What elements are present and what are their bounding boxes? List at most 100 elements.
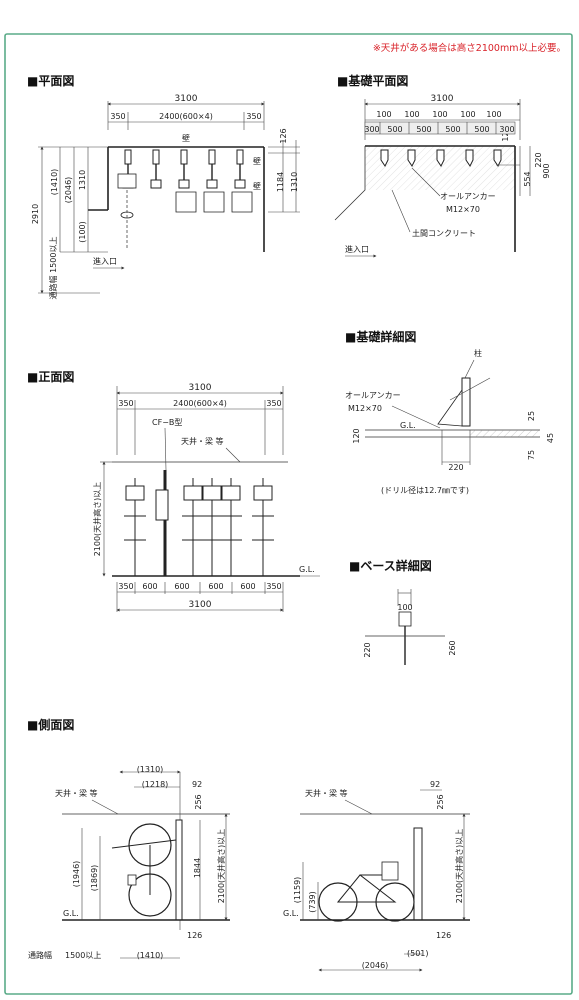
front-bottom-dim-3: 600 (174, 582, 189, 591)
plan-right-top-dim: 126 (279, 128, 288, 143)
plan-entry-label: 進入口 (93, 257, 117, 266)
ceiling-height-note: ※天井がある場合は高さ2100mm以上必要。 (373, 42, 566, 54)
side-right-left-b-dim: (739) (308, 891, 317, 913)
plan-left-d-dim: (100) (78, 221, 87, 243)
side-left-aisle-label: 通路幅 (28, 950, 52, 960)
front-bottom-dim-2: 600 (142, 582, 157, 591)
foundation-anchor-size: M12×70 (446, 205, 480, 214)
plan-overall-dim: 3100 (175, 94, 198, 104)
foundation-detail-drill-note: (ドリル径は12.7㎜です) (381, 485, 469, 495)
foundation-right-dim-1: 220 (534, 152, 543, 167)
front-overall-bottom-dim: 3100 (189, 600, 212, 610)
foundation-bottom-dim-5: 500 (474, 125, 489, 134)
front-ceiling-label: 天井・梁 等 (181, 436, 224, 446)
side-left-top-c-dim: 92 (192, 780, 202, 789)
plan-left-c-dim: 1310 (78, 170, 87, 190)
plan-left-total-dim: 2910 (31, 204, 40, 224)
side-right-ceiling-label: 天井・梁 等 (305, 788, 348, 798)
side-right-left-a-dim: (1159) (293, 877, 302, 904)
side-view-title: ■側面図 (27, 717, 74, 732)
front-overall-top-dim: 3100 (189, 383, 212, 393)
base-detail-dim-100: 100 (397, 603, 412, 612)
foundation-bottom-dim-1: 300 (364, 125, 379, 134)
foundation-right-dim-3: 900 (542, 163, 551, 178)
side-left-left-a-dim: (1946) (72, 861, 81, 888)
plan-left-b-dim: (2046) (64, 177, 73, 204)
foundation-detail-dim-75: 75 (527, 450, 536, 460)
foundation-detail-dim-220: 220 (448, 463, 463, 472)
side-view-left: (1310) (1218) 92 256 天井・梁 等 G.L. (1946) … (28, 765, 230, 960)
foundation-bottom-dim-6: 300 (499, 125, 514, 134)
plan-view: ■平面図 3100 350 2400(600×4) 350 壁 壁 壁 (27, 74, 300, 299)
side-right-gl-label: G.L. (283, 909, 299, 918)
plan-view-title: ■平面図 (27, 74, 74, 88)
side-right-height-dim: 2100(天井高さ)以上 (454, 829, 464, 904)
foundation-top-dim-3: 100 (432, 110, 447, 119)
foundation-top-dim-4: 100 (460, 110, 475, 119)
foundation-plan-title: ■基礎平面図 (337, 73, 408, 88)
plan-right-b-dim: 1310 (290, 172, 299, 192)
side-left-top-b-dim: (1218) (142, 780, 169, 789)
base-detail-title: ■ベース詳細図 (349, 558, 432, 573)
foundation-plan-view: ■基礎平面図 3100 100 100 100 100 100 126 300 … (334, 73, 551, 258)
side-left-top-d-dim: 256 (194, 794, 203, 809)
foundation-detail-dim-45: 45 (546, 433, 555, 443)
foundation-overall-dim: 3100 (431, 94, 454, 104)
side-left-aisle-value: 1500以上 (65, 951, 101, 960)
side-left-left-b-dim: (1869) (90, 865, 99, 892)
front-bottom-dim-6: 350 (266, 582, 281, 591)
foundation-right-dim-2: 554 (523, 171, 532, 186)
side-left-bottom-a-dim: 126 (187, 931, 202, 940)
foundation-anchor-label: オールアンカー (440, 192, 496, 201)
foundation-detail-anchor-label: オールアンカー (345, 391, 401, 400)
front-bottom-dim-5: 600 (240, 582, 255, 591)
front-side-right-dim: 350 (266, 399, 281, 408)
front-model-label: CF−B型 (152, 418, 182, 427)
side-view-right: 92 256 天井・梁 等 G.L. (1159) (739) 2100(天井高… (283, 780, 470, 972)
side-left-bottom-b-dim: (1410) (137, 951, 164, 960)
plan-wall-top-label: 壁 (182, 133, 190, 143)
foundation-bottom-dim-3: 500 (416, 125, 431, 134)
side-right-bottom-c-dim: (2046) (362, 961, 389, 970)
foundation-detail-view: ■基礎詳細図 柱 オールアンカー M12×70 G.L. 220 120 25 … (345, 329, 555, 495)
side-left-gl-label: G.L. (63, 909, 79, 918)
base-detail-dim-220: 220 (363, 642, 372, 657)
side-right-bottom-b-dim: (501) (407, 949, 429, 958)
foundation-top-dim-1: 100 (376, 110, 391, 119)
front-side-left-dim: 350 (118, 399, 133, 408)
foundation-detail-dim-25: 25 (527, 411, 536, 421)
front-bottom-dim-1: 350 (118, 582, 133, 591)
side-view: ■側面図 (1310) (1218) 92 256 天井・梁 等 G.L. (1… (27, 717, 470, 972)
side-right-top-a-dim: 92 (430, 780, 440, 789)
plan-inner-dim: 2400(600×4) (159, 112, 213, 121)
front-view: ■正面図 3100 350 2400(600×4) 350 CF−B型 天井・梁… (27, 370, 320, 612)
foundation-concrete-label: 土間コンクリート (412, 228, 476, 238)
plan-aisle-dim: 通路幅 1500以上 (48, 237, 58, 300)
side-right-top-b-dim: 256 (436, 794, 445, 809)
plan-right-a-dim: 1184 (276, 172, 285, 192)
foundation-detail-title: ■基礎詳細図 (345, 329, 416, 344)
sheet-frame (4, 33, 573, 995)
base-detail-view: ■ベース詳細図 100 220 260 (349, 558, 457, 665)
plan-left-a-dim: (1410) (50, 169, 59, 196)
plan-side-right-dim: 350 (246, 112, 261, 121)
front-inner-top-dim: 2400(600×4) (173, 399, 227, 408)
side-left-height-dim: 2100(天井高さ)以上 (216, 829, 226, 904)
front-bottom-dim-4: 600 (208, 582, 223, 591)
side-right-bottom-a-dim: 126 (436, 931, 451, 940)
plan-wall-right-label: 壁 (253, 156, 261, 166)
foundation-bottom-dim-2: 500 (387, 125, 402, 134)
side-left-right-a-dim: 1844 (193, 858, 202, 878)
foundation-detail-anchor-size: M12×70 (348, 404, 382, 413)
front-gl-label: G.L. (299, 565, 315, 574)
side-left-top-a-dim: (1310) (137, 765, 164, 774)
foundation-detail-gl-label: G.L. (400, 421, 416, 430)
foundation-entry-label: 進入口 (345, 245, 369, 254)
foundation-detail-pillar-label: 柱 (474, 348, 482, 358)
front-height-dim: 2100(天井高さ)以上 (92, 482, 102, 557)
front-view-title: ■正面図 (27, 370, 74, 384)
plan-side-left-dim: 350 (110, 112, 125, 121)
foundation-detail-dim-120: 120 (352, 428, 361, 443)
foundation-top-dim-2: 100 (404, 110, 419, 119)
